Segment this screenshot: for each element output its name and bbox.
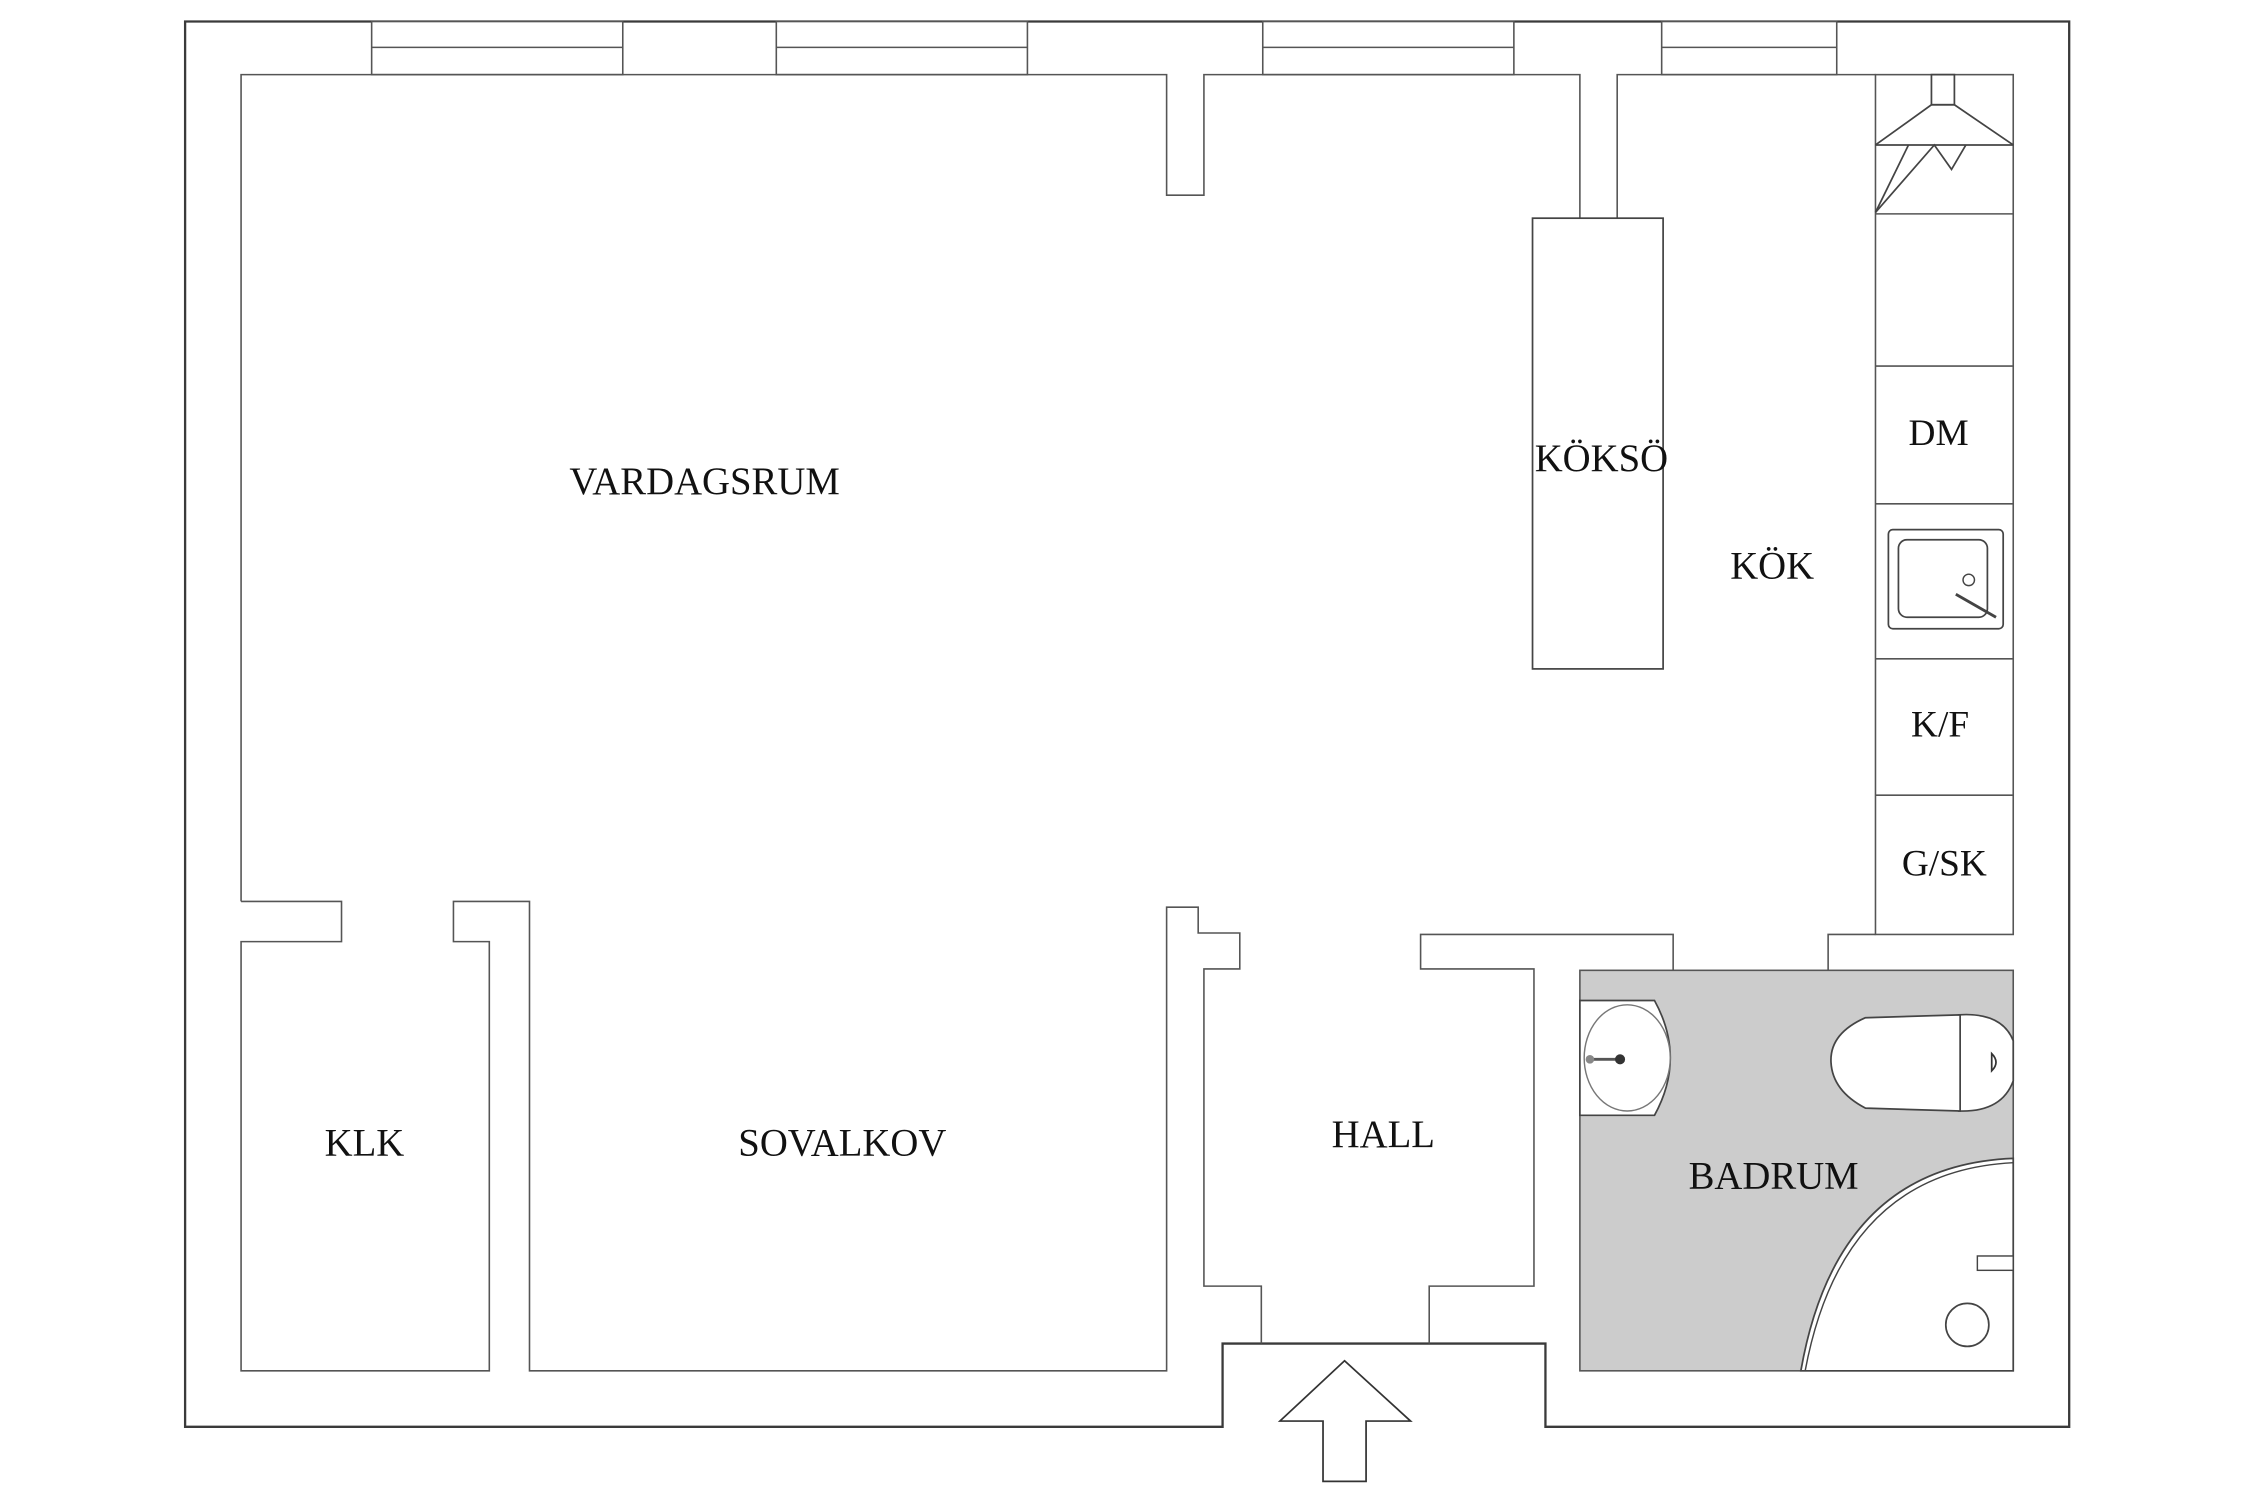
toilet-icon: [1830, 1013, 2015, 1112]
label-hall: HALL: [1332, 1113, 1435, 1156]
inner-walls: [240, 73, 1876, 1372]
windows: [370, 20, 1838, 76]
label-klk: KLK: [325, 1121, 405, 1164]
range-hood-icon: [1874, 73, 2014, 214]
label-gsk: G/SK: [1902, 844, 1987, 885]
outer-wall: [183, 20, 2071, 1428]
label-sovalkov: SOVALKOV: [738, 1121, 946, 1164]
label-kf: K/F: [1911, 704, 1969, 745]
label-kokso: KÖKSÖ: [1535, 437, 1668, 480]
kitchen-sink-icon: [1887, 528, 2005, 630]
label-badrum: BADRUM: [1689, 1155, 1859, 1198]
kitchen-island: [1531, 217, 1664, 670]
washbasin-icon: [1579, 999, 1672, 1117]
label-vardagsrum: VARDAGSRUM: [569, 460, 839, 503]
entrance-arrow-icon: [1277, 1359, 1413, 1483]
label-kok: KÖK: [1730, 544, 1814, 587]
label-dm: DM: [1909, 413, 1969, 454]
kitchen-counter: [1874, 73, 2015, 936]
shower-icon: [1799, 1157, 2015, 1372]
